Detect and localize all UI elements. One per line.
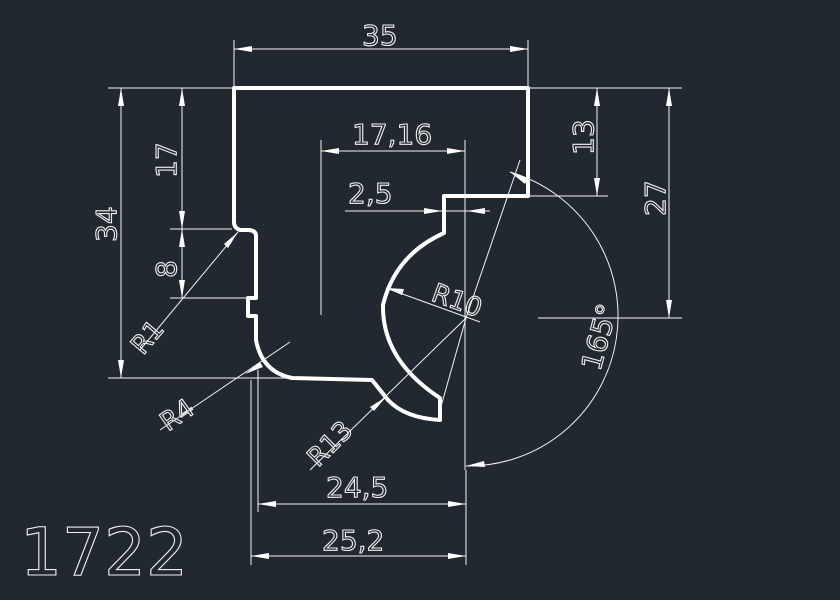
dim-step: 2,5 (345, 176, 490, 214)
dim-radii: R1 R4 R10 R13 (125, 159, 521, 473)
part-number: 1722 (20, 514, 188, 591)
dim-label: 27 (639, 180, 672, 216)
dim-label: 2,5 (348, 177, 393, 210)
dim-width-top: 35 (233, 18, 529, 86)
dim-label: R4 (155, 393, 201, 437)
profile-outline (232, 86, 530, 422)
dim-label: 17 (150, 142, 183, 178)
dim-label: 13 (567, 119, 600, 155)
dim-bottom: 24,5 25,2 (250, 370, 467, 565)
dim-label: 8 (150, 260, 183, 278)
dim-label: 25,2 (322, 524, 384, 557)
dim-inner-width: 17,16 (320, 117, 466, 470)
dim-label: 17,16 (352, 118, 432, 151)
dim-left: 17 8 34 (89, 87, 290, 379)
dim-label: 35 (362, 19, 398, 52)
dim-label: R13 (302, 416, 359, 473)
dim-right: 13 27 (530, 87, 682, 319)
dim-label: 24,5 (326, 471, 388, 504)
dim-angle: 165° (465, 171, 625, 467)
dim-label: 34 (90, 206, 123, 242)
